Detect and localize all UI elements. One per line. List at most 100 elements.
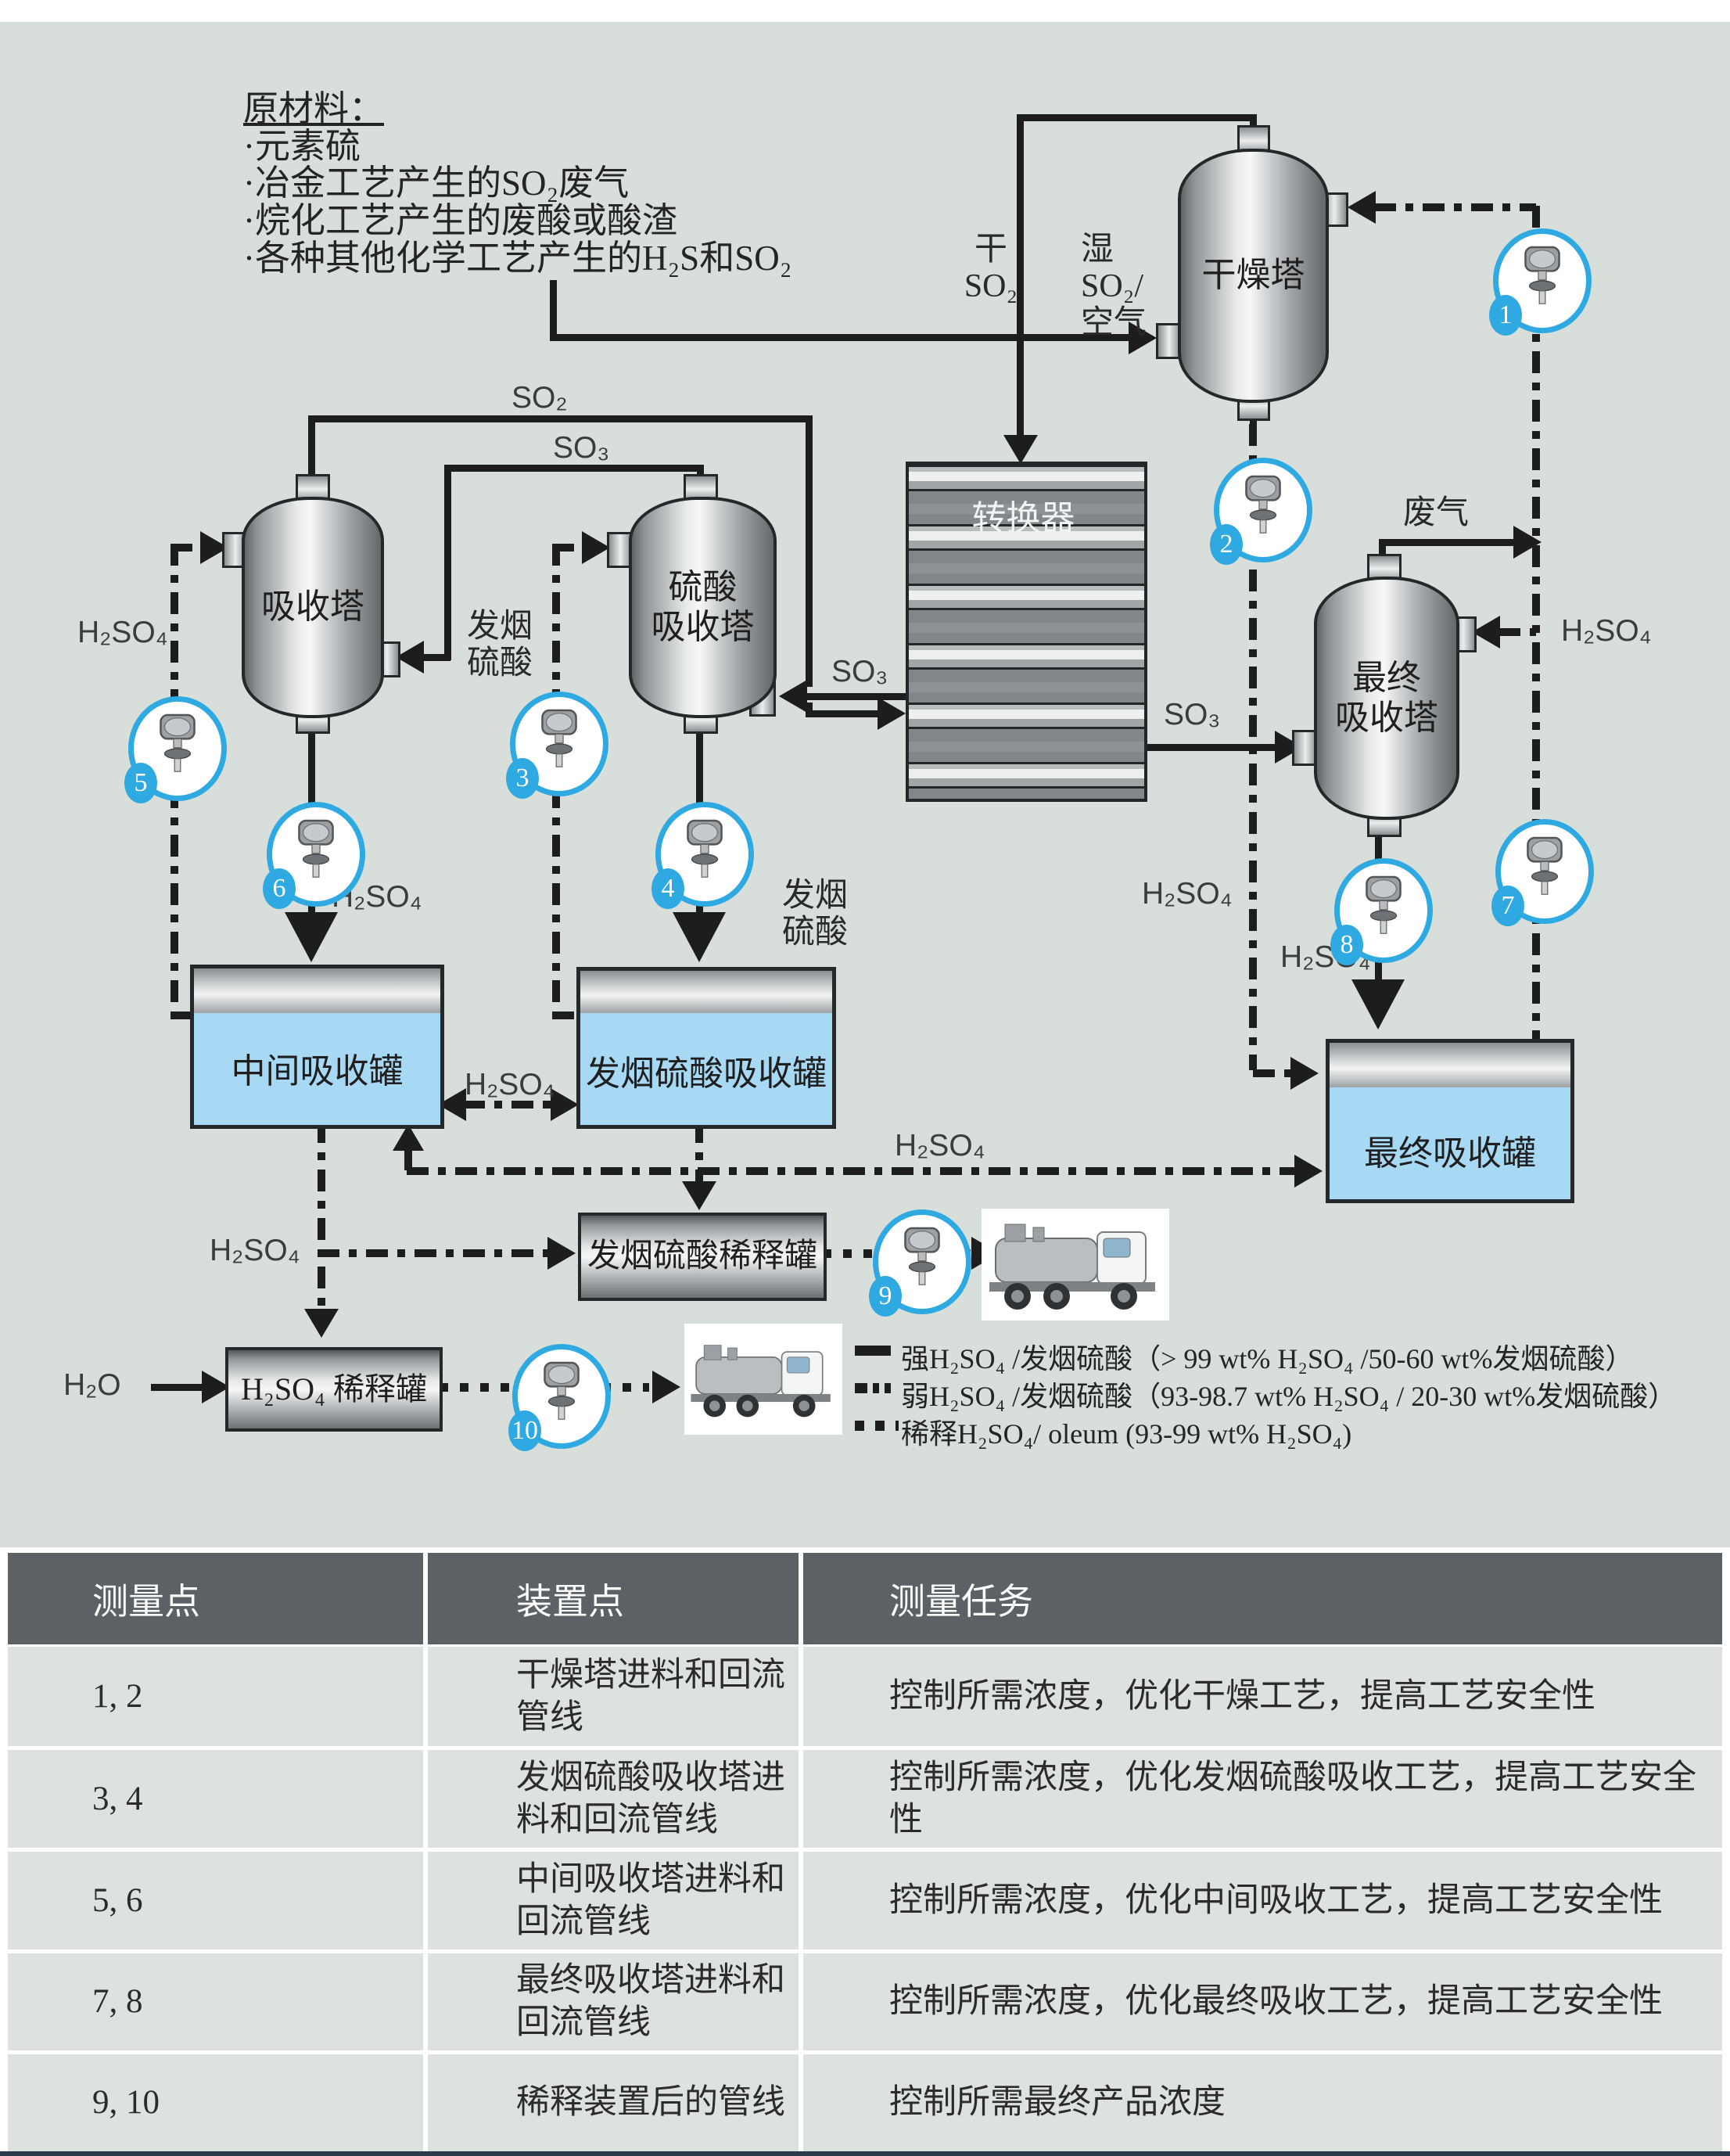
pipe-so3-converter-right [1141,744,1278,751]
pipe-h2o [151,1384,203,1391]
dry-so2-label: 干 SO₂ [964,232,1018,305]
converter-label: 转换器 [971,499,1075,537]
measure-point-badge: 7 [1491,886,1524,926]
tank-band [580,971,832,1013]
sensor-icon [544,1361,580,1420]
arrow-so2-converter [878,697,906,730]
measure-point-badge: 9 [869,1276,902,1317]
pipe-dry-so2-down [1017,114,1024,440]
h2so4-between-tanks-label: H₂SO₄ [465,1068,555,1101]
oleum-feed-label: 发烟 硫酸 [782,878,849,951]
pipe-feed-vertical [550,280,557,340]
raw-material-item: ·元素硫 [243,126,361,166]
pipe-acid-to-finalabsorber [1498,628,1536,636]
h2so4-dilution-tank-label: H₂SO₄ 稀释罐 [241,1371,427,1407]
h2so4-final-feed-label: H₂SO₄ [1561,614,1652,648]
intermediate-tank-label: 中间吸收罐 [231,1052,404,1091]
h2so4-to-dilution-label: H₂SO₄ [210,1234,300,1267]
intermediate-absorption-tank: 中间吸收罐 [190,965,444,1129]
pipe-so2-loop [308,415,813,422]
measure-point-badge: 3 [506,758,539,799]
legend-weak-acid-label: 弱H₂SO₄ /发烟硫酸（93-98.7 wt% H₂SO₄ / 20-30 w… [901,1381,1677,1412]
row-location: 最终吸收塔进料和回流管线 [516,1962,785,2041]
h2so4-dilution-tank: H₂SO₄ 稀释罐 [225,1347,443,1432]
converter [906,462,1147,802]
pipe-weak-acid-down [1249,424,1257,1070]
so2-top-label: SO₂ [511,381,568,415]
measure-point-8: 8 [1330,858,1433,965]
sensor-icon [904,1227,940,1285]
table-header-row: 测量点 装置点 测量任务 [8,1553,1722,1644]
table-column-separator [423,1553,428,2151]
raw-material-item: ·各种其他化学工艺产生的H₂S和SO₂ [243,238,792,278]
arrow-between-tanks-right [551,1088,579,1121]
sensor-icon [1527,836,1563,895]
row-points: 1, 2 [92,1677,143,1715]
pipe-dotted-dilution-b [602,1383,649,1392]
h2so4-long-line-label: H₂SO₄ [895,1129,985,1162]
row-location: 稀释装置后的管线 [516,2084,785,2122]
table-header-device-point: 装置点 [516,1581,624,1622]
sensor-icon [541,709,577,767]
row-location: 干燥塔进料和回流管线 [516,1656,785,1736]
row-location: 发烟硫酸吸收塔进料和回流管线 [516,1759,785,1838]
pipe-so2-into-converter [806,710,880,717]
legend-dilute-acid-line [855,1421,899,1431]
measure-point-4: 4 [651,802,754,909]
legend-weak-acid-line [855,1383,891,1393]
tank-band [194,968,440,1013]
pipe-weak-acid-into-tank [1253,1069,1292,1077]
pipe-point3-tank-stub [552,1012,580,1019]
measure-point-9: 9 [869,1209,971,1317]
drying-tower-label: 干燥塔 [1201,256,1305,295]
arrow-h2so4-intermediate-tank [285,912,338,962]
pipe-point3-top [552,544,583,552]
table-row: 7, 8 最终吸收塔进料和回流管线 控制所需浓度，优化最终吸收工艺，提高工艺安全… [8,1953,1722,2050]
table-row: 9, 10 稀释装置后的管线 控制所需最终产品浓度 [8,2054,1722,2151]
pipe-intermediatetank-down [318,1121,325,1310]
oleum-dilution-tank-label: 发烟硫酸稀释罐 [587,1238,817,1275]
h2so4-weak-line-label: H₂SO₄ [1142,877,1233,911]
row-task: 控制所需最终产品浓度 [889,2084,1226,2122]
measure-point-badge: 4 [651,868,684,909]
pipe-so2-down-a [806,415,813,687]
arrow-so3-absorber [396,641,424,674]
final-absorber-tower-label: 最终 吸收塔 [1335,658,1438,737]
legend-strong-acid-line [855,1346,891,1356]
waste-gas-label: 废气 [1403,495,1470,531]
pipe-dry-so2-top [1017,114,1256,121]
raw-materials-title: 原材料： [243,89,385,128]
pipe-dotted-oleum-a [823,1249,873,1258]
sensor-icon [1524,246,1560,304]
arrow-acid-dryingtower [1348,191,1376,224]
arrow-oleum-tank [673,912,726,962]
arrow-so3-acidabsorber [779,680,807,713]
pipe-acid-to-dryingtower [1374,203,1536,211]
legend-strong-acid-label: 强H₂SO₄ /发烟硫酸（> 99 wt% H₂SO₄ /50-60 wt%发烟… [901,1343,1634,1374]
arrow-wet-so2 [1129,322,1157,354]
oleum-dilution-tank: 发烟硫酸稀释罐 [578,1213,827,1301]
pipe-so2-down-b [806,702,813,713]
so3-final-label: SO₃ [1164,698,1221,731]
table-row: 3, 4 发烟硫酸吸收塔进料和回流管线 控制所需浓度，优化发烟硫酸吸收工艺，提高… [8,1750,1722,1848]
sensor-icon [687,819,723,878]
measure-point-2: 2 [1210,458,1312,565]
final-absorber-tower: 最终 吸收塔 [1314,577,1459,820]
measure-point-badge: 2 [1210,524,1243,565]
pipe-point5-tank-stub [170,1012,194,1019]
raw-material-item: ·冶金工艺产生的SO₂废气 [243,163,630,203]
row-location: 中间吸收塔进料和回流管线 [516,1860,785,1940]
arrow-h2so4-dilution-tank [304,1309,339,1338]
pipe-so3-into-absorber [422,654,450,661]
wet-so2-air-label: 湿SO₂/ 空气 [1081,232,1147,342]
arrow-oleum-dilution [682,1181,716,1210]
measure-point-6: 6 [263,802,365,909]
oleum-absorption-tank: 发烟硫酸吸收罐 [576,967,836,1129]
drying-tower: 干燥塔 [1178,149,1329,403]
table-row: 5, 6 中间吸收塔进料和回流管线 控制所需浓度，优化中间吸收工艺，提高工艺安全… [8,1852,1722,1949]
legend-dilute-acid-label: 稀释H₂SO₄/ oleum (93-99 wt% H₂SO₄) [901,1418,1352,1450]
final-tank-label: 最终吸收罐 [1364,1134,1536,1173]
row-points: 7, 8 [92,1983,143,2021]
measure-point-7: 7 [1491,819,1594,926]
